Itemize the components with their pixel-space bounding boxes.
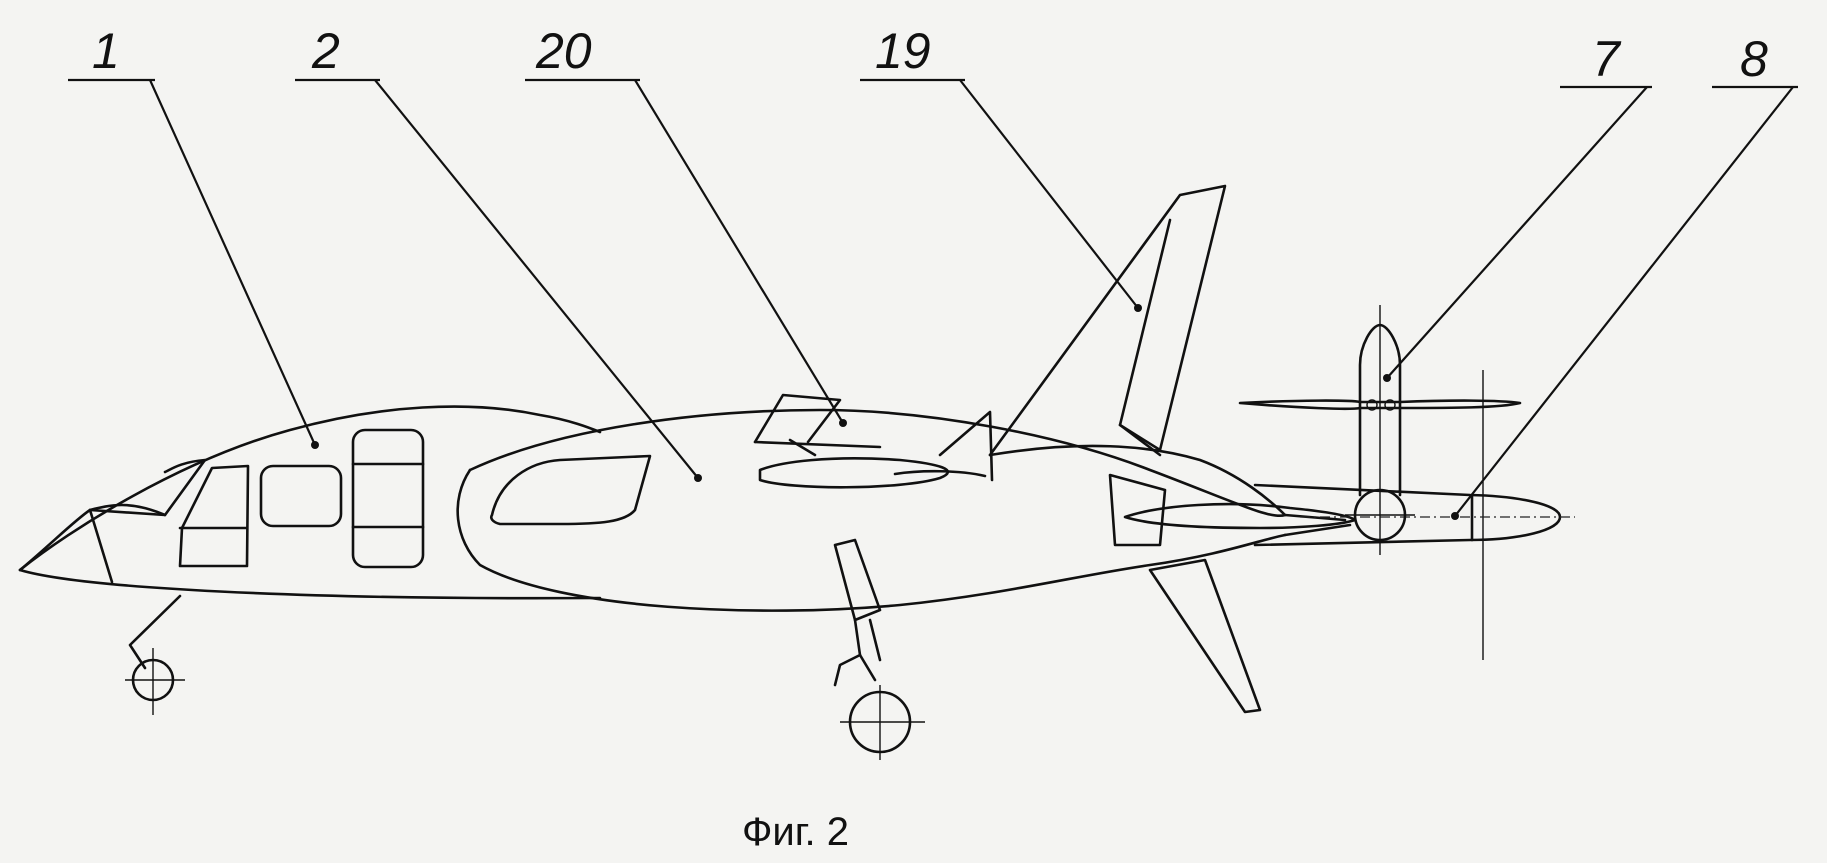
callout-7: 7 xyxy=(1592,31,1622,87)
nose-landing-gear xyxy=(125,594,185,715)
rotor-assembly xyxy=(1238,305,1522,555)
tail-boom-nacelle xyxy=(1253,370,1575,660)
wing-body-section xyxy=(456,408,1287,612)
rear-fuselage xyxy=(988,444,1357,547)
vertical-tail xyxy=(988,184,1227,457)
callout-8: 8 xyxy=(1740,31,1768,87)
forward-fuselage xyxy=(18,405,602,600)
main-landing-gear xyxy=(833,538,925,760)
callout-1: 1 xyxy=(92,23,120,79)
ventral-fin xyxy=(1148,558,1262,714)
figure-caption: Фиг. 2 xyxy=(742,810,849,854)
cockpit-windows xyxy=(178,428,425,569)
leader-lines xyxy=(68,78,1798,520)
callout-2: 2 xyxy=(311,23,340,79)
callout-20: 20 xyxy=(535,23,592,79)
wing-strake xyxy=(753,393,994,489)
callout-19: 19 xyxy=(875,23,931,79)
